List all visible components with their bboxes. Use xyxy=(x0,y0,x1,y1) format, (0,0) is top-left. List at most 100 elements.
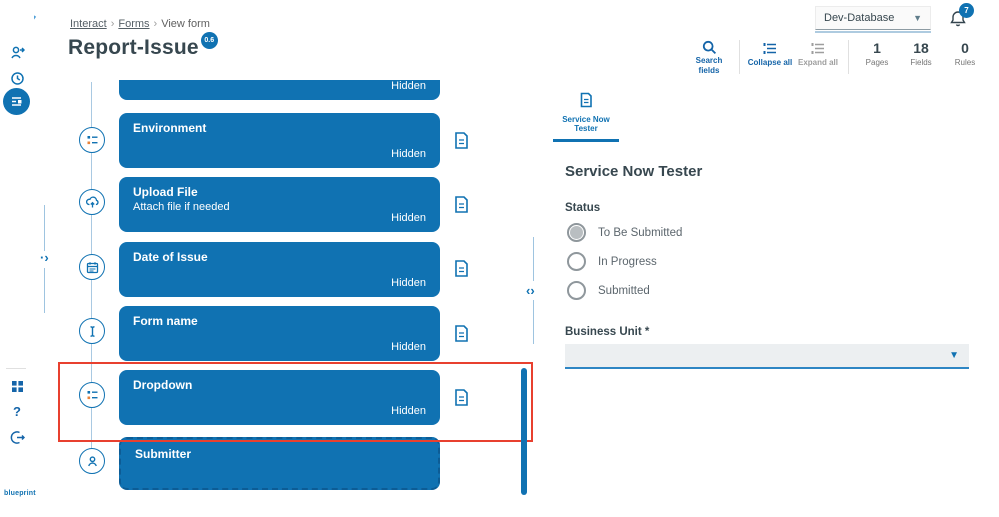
left-panel-divider xyxy=(44,205,45,251)
apps-grid-icon[interactable] xyxy=(7,376,27,396)
radio-option-submitted[interactable]: Submitted xyxy=(567,281,650,300)
breadcrumb-current: View form xyxy=(161,18,210,30)
radio-label: In Progress xyxy=(598,255,657,268)
collapse-all-label: Collapse all xyxy=(747,58,793,67)
environment-select-underline xyxy=(815,31,931,33)
tab-label: Service Now Tester xyxy=(562,115,610,133)
page-assignment-icon[interactable] xyxy=(452,324,471,343)
stat-rules: 0 Rules xyxy=(943,40,987,74)
page-assignment-icon[interactable] xyxy=(452,195,471,214)
environment-select-value: Dev-Database xyxy=(824,12,895,24)
right-panel-expand-chevron-icon[interactable]: ‹› xyxy=(526,283,535,298)
collapse-all-button[interactable]: Collapse all xyxy=(746,40,794,74)
field-card-upload-file[interactable]: Upload File Attach file if needed Hidden xyxy=(119,177,440,232)
fields-count: 18 xyxy=(913,40,929,56)
radio-list-icon xyxy=(79,127,105,153)
history-icon[interactable] xyxy=(7,68,27,88)
notification-count-badge: 7 xyxy=(959,3,974,18)
radio-option-to-be-submitted[interactable]: To Be Submitted xyxy=(567,223,682,242)
rail-divider xyxy=(6,368,26,369)
right-panel-divider xyxy=(533,300,534,344)
stat-pages: 1 Pages xyxy=(855,40,899,74)
field-title: Form name xyxy=(133,314,198,328)
right-panel-divider xyxy=(533,237,534,281)
business-unit-select[interactable]: ▼ xyxy=(565,344,969,369)
field-card-form-name[interactable]: Form name Hidden xyxy=(119,306,440,361)
preview-page-heading: Service Now Tester xyxy=(565,163,703,180)
field-card-environment[interactable]: Environment Hidden xyxy=(119,113,440,168)
search-fields-button[interactable]: Search fields xyxy=(685,40,733,75)
field-card-submitter[interactable]: Submitter xyxy=(119,437,440,490)
pages-label: Pages xyxy=(865,58,889,67)
left-panel-expand-chevron-icon[interactable]: ·› xyxy=(40,250,49,265)
collapse-all-icon xyxy=(763,40,778,57)
version-badge: 0.6 xyxy=(200,32,218,49)
form-toolbar: Search fields Collapse all Expand all 1 … xyxy=(685,40,987,75)
search-icon xyxy=(702,40,717,55)
vertical-scrollbar-thumb[interactable] xyxy=(521,368,527,495)
stat-fields: 18 Fields xyxy=(899,40,943,74)
radio-label: To Be Submitted xyxy=(598,226,683,239)
tab-active-underline xyxy=(553,139,619,142)
left-panel-divider xyxy=(44,268,45,313)
rules-count: 0 xyxy=(961,40,969,56)
logout-icon[interactable] xyxy=(7,427,27,447)
left-nav-rail: ? blueprint xyxy=(0,0,36,517)
upload-icon xyxy=(79,189,105,215)
search-fields-label: Search fields xyxy=(695,56,723,75)
field-title: Date of Issue xyxy=(133,250,208,264)
page-title-row: Report-Issue 0.6 xyxy=(68,32,218,60)
hidden-badge: Hidden xyxy=(391,212,426,224)
blueprint-logo-text: blueprint xyxy=(4,490,36,497)
hidden-badge: Hidden xyxy=(391,341,426,353)
field-card-dropdown[interactable]: Dropdown Hidden xyxy=(119,370,440,425)
text-cursor-icon xyxy=(79,318,105,344)
pages-count: 1 xyxy=(873,40,881,56)
page-assignment-icon[interactable] xyxy=(452,131,471,150)
page-title: Report-Issue xyxy=(68,36,199,59)
breadcrumb-link-interact[interactable]: Interact xyxy=(70,18,107,30)
radio-option-in-progress[interactable]: In Progress xyxy=(567,252,657,271)
rules-label: Rules xyxy=(954,58,976,67)
expand-all-button[interactable]: Expand all xyxy=(794,40,842,74)
radio-unselected-icon xyxy=(567,281,586,300)
breadcrumb-separator: › xyxy=(110,18,115,30)
environment-select[interactable]: Dev-Database ▼ xyxy=(815,6,931,30)
dropdown-list-icon xyxy=(79,382,105,408)
tab-service-now-tester[interactable]: Service Now Tester xyxy=(551,92,621,142)
toolbar-divider xyxy=(739,40,740,74)
breadcrumb-link-forms[interactable]: Forms xyxy=(118,18,150,30)
hidden-badge: Hidden xyxy=(391,148,426,160)
assign-user-icon[interactable] xyxy=(7,42,27,62)
radio-label: Submitted xyxy=(598,284,650,297)
page-icon xyxy=(578,92,594,113)
expand-all-icon xyxy=(811,40,826,57)
field-title: Environment xyxy=(133,121,207,135)
forms-nav-button-active[interactable] xyxy=(3,88,30,115)
hidden-badge: Hidden xyxy=(391,277,426,289)
field-card-date-of-issue[interactable]: Date of Issue Hidden xyxy=(119,242,440,297)
field-card-partial[interactable]: Hidden xyxy=(119,80,440,100)
page-assignment-icon[interactable] xyxy=(452,259,471,278)
breadcrumb-separator: › xyxy=(153,18,158,30)
toolbar-divider xyxy=(848,40,849,74)
calendar-icon xyxy=(79,254,105,280)
page-assignment-icon[interactable] xyxy=(452,388,471,407)
field-subtitle: Attach file if needed xyxy=(133,201,230,213)
expand-all-label: Expand all xyxy=(797,58,838,67)
chevron-down-icon: ▼ xyxy=(913,13,922,23)
field-title: Upload File xyxy=(133,185,198,199)
field-title: Submitter xyxy=(135,447,192,461)
radio-unselected-icon xyxy=(567,252,586,271)
hidden-badge: Hidden xyxy=(391,405,426,417)
chevron-down-icon: ▼ xyxy=(949,350,959,361)
radio-selected-icon xyxy=(567,223,586,242)
status-field-label: Status xyxy=(565,202,601,214)
field-title: Dropdown xyxy=(133,378,193,392)
fields-label: Fields xyxy=(910,58,932,67)
help-icon[interactable]: ? xyxy=(13,403,21,419)
breadcrumb: Interact›Forms›View form xyxy=(70,18,210,30)
field-list: Hidden Environment Hidden Upload File At… xyxy=(119,80,440,492)
business-unit-field-label: Business Unit * xyxy=(565,326,650,338)
